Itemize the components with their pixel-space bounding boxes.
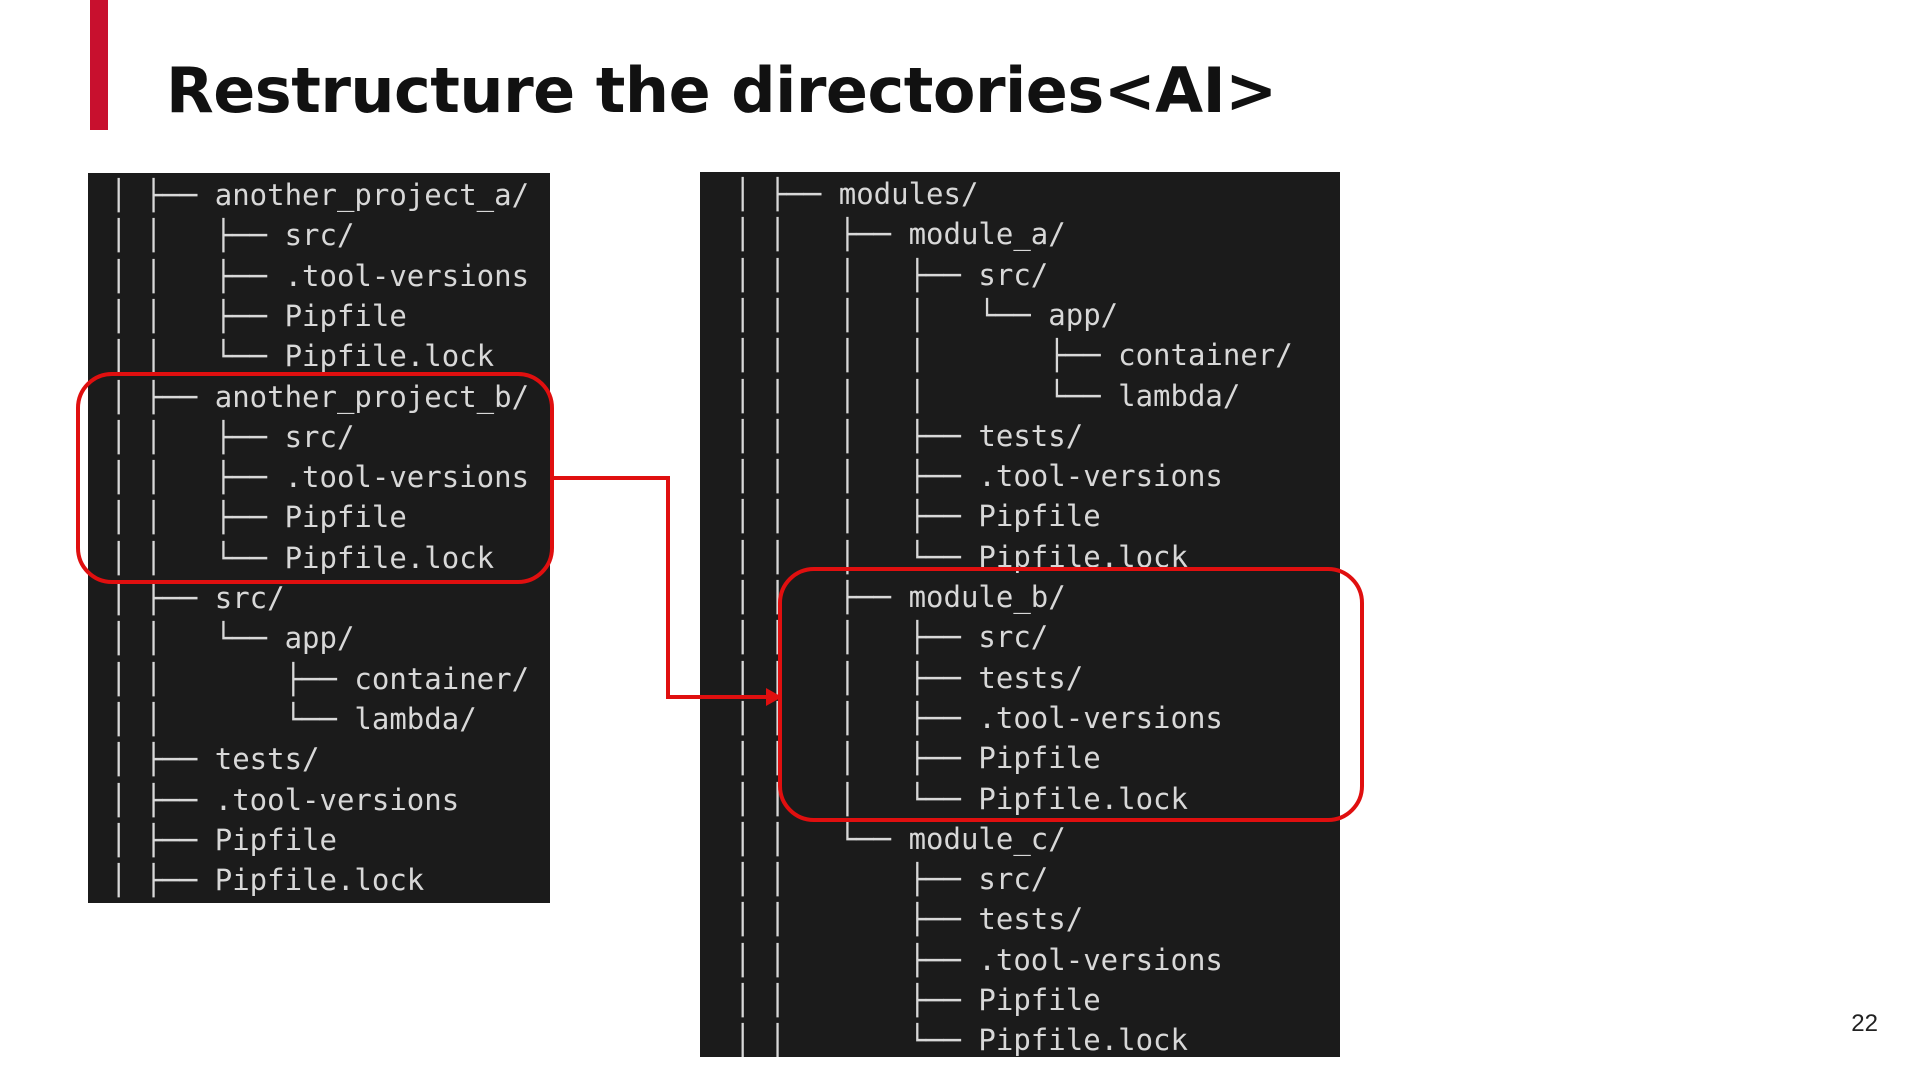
- tree-line: │ │ ├── .tool-versions: [110, 460, 530, 495]
- tree-line: │ │ │ ├── .tool-versions: [734, 700, 1223, 735]
- tree-line: │ │ ├── module_b/: [734, 580, 1066, 614]
- tree-line: │ │ └── Pipfile.lock: [110, 339, 495, 374]
- tree-line: │ ├── src/: [110, 581, 285, 615]
- tree-line: │ │ └── app/: [110, 621, 355, 656]
- tree-line: │ │ │ ├── Pipfile: [734, 741, 1101, 776]
- tree-line: │ ├── Pipfile: [110, 822, 337, 857]
- tree-line: │ │ │ ├── src/: [734, 257, 1049, 292]
- tree-line: │ │ │ │ └── lambda/: [734, 378, 1241, 413]
- tree-line: │ ├── another_project_a/: [110, 178, 530, 212]
- terminal-screenshot-before: │ ├── another_project_a/ │ │ ├── src/ │ │ …: [88, 173, 550, 903]
- tree-line: │ │ ├── .tool-versions: [110, 258, 530, 293]
- tree-line: │ │ │ └── Pipfile.lock: [734, 781, 1188, 816]
- tree-line: │ │ ├── src/: [110, 218, 355, 253]
- tree-line: │ │ │ └── Pipfile.lock: [734, 539, 1188, 574]
- tree-line: │ ├── .tool-versions: [110, 782, 460, 817]
- tree-line: │ │ ├── src/: [110, 419, 355, 454]
- tree-line: │ │ └── lambda/: [110, 701, 477, 736]
- tree-line: │ ├── tests/: [110, 742, 320, 777]
- tree-line: │ │ │ ├── tests/: [734, 660, 1084, 695]
- tree-line: │ ├── modules/: [734, 177, 979, 211]
- tree-line: │ │ ├── src/: [734, 862, 1049, 897]
- terminal-screenshot-after: │ ├── modules/ │ │ ├── module_a/ │ │ │ ├──…: [700, 172, 1340, 1057]
- tree-line: │ ├── Pipfile.lock: [110, 863, 425, 898]
- tree-line: │ │ │ ├── Pipfile: [734, 499, 1101, 534]
- tree-line: │ ├── another_project_b/: [110, 379, 530, 414]
- tree-line: │ │ └── Pipfile.lock: [110, 540, 495, 575]
- page-number: 22: [1851, 1010, 1878, 1037]
- tree-line: │ │ │ ├── tests/: [734, 418, 1084, 453]
- tree-line: │ │ │ │ └── app/: [734, 297, 1119, 332]
- tree-line: │ │ ├── module_a/: [734, 217, 1066, 252]
- tree-line: │ │ ├── .tool-versions: [734, 942, 1223, 977]
- tree-line: │ │ └── module_c/: [734, 821, 1066, 856]
- tree-line: │ │ ├── Pipfile: [734, 983, 1101, 1017]
- slide-title: Restructure the directories<AI>: [166, 54, 1277, 127]
- accent-bar: [90, 0, 108, 130]
- tree-line: │ │ └── Pipfile.lock: [734, 1023, 1188, 1057]
- tree-line: │ │ │ │ ├── container/: [734, 338, 1293, 373]
- tree-line: │ │ │ ├── src/: [734, 620, 1049, 655]
- tree-line: │ │ ├── Pipfile: [110, 298, 407, 333]
- tree-line: │ │ ├── Pipfile: [110, 500, 407, 535]
- tree-line: │ │ ├── tests/: [734, 902, 1084, 937]
- tree-line: │ │ ├── container/: [110, 661, 530, 696]
- tree-line: │ │ │ ├── .tool-versions: [734, 459, 1223, 494]
